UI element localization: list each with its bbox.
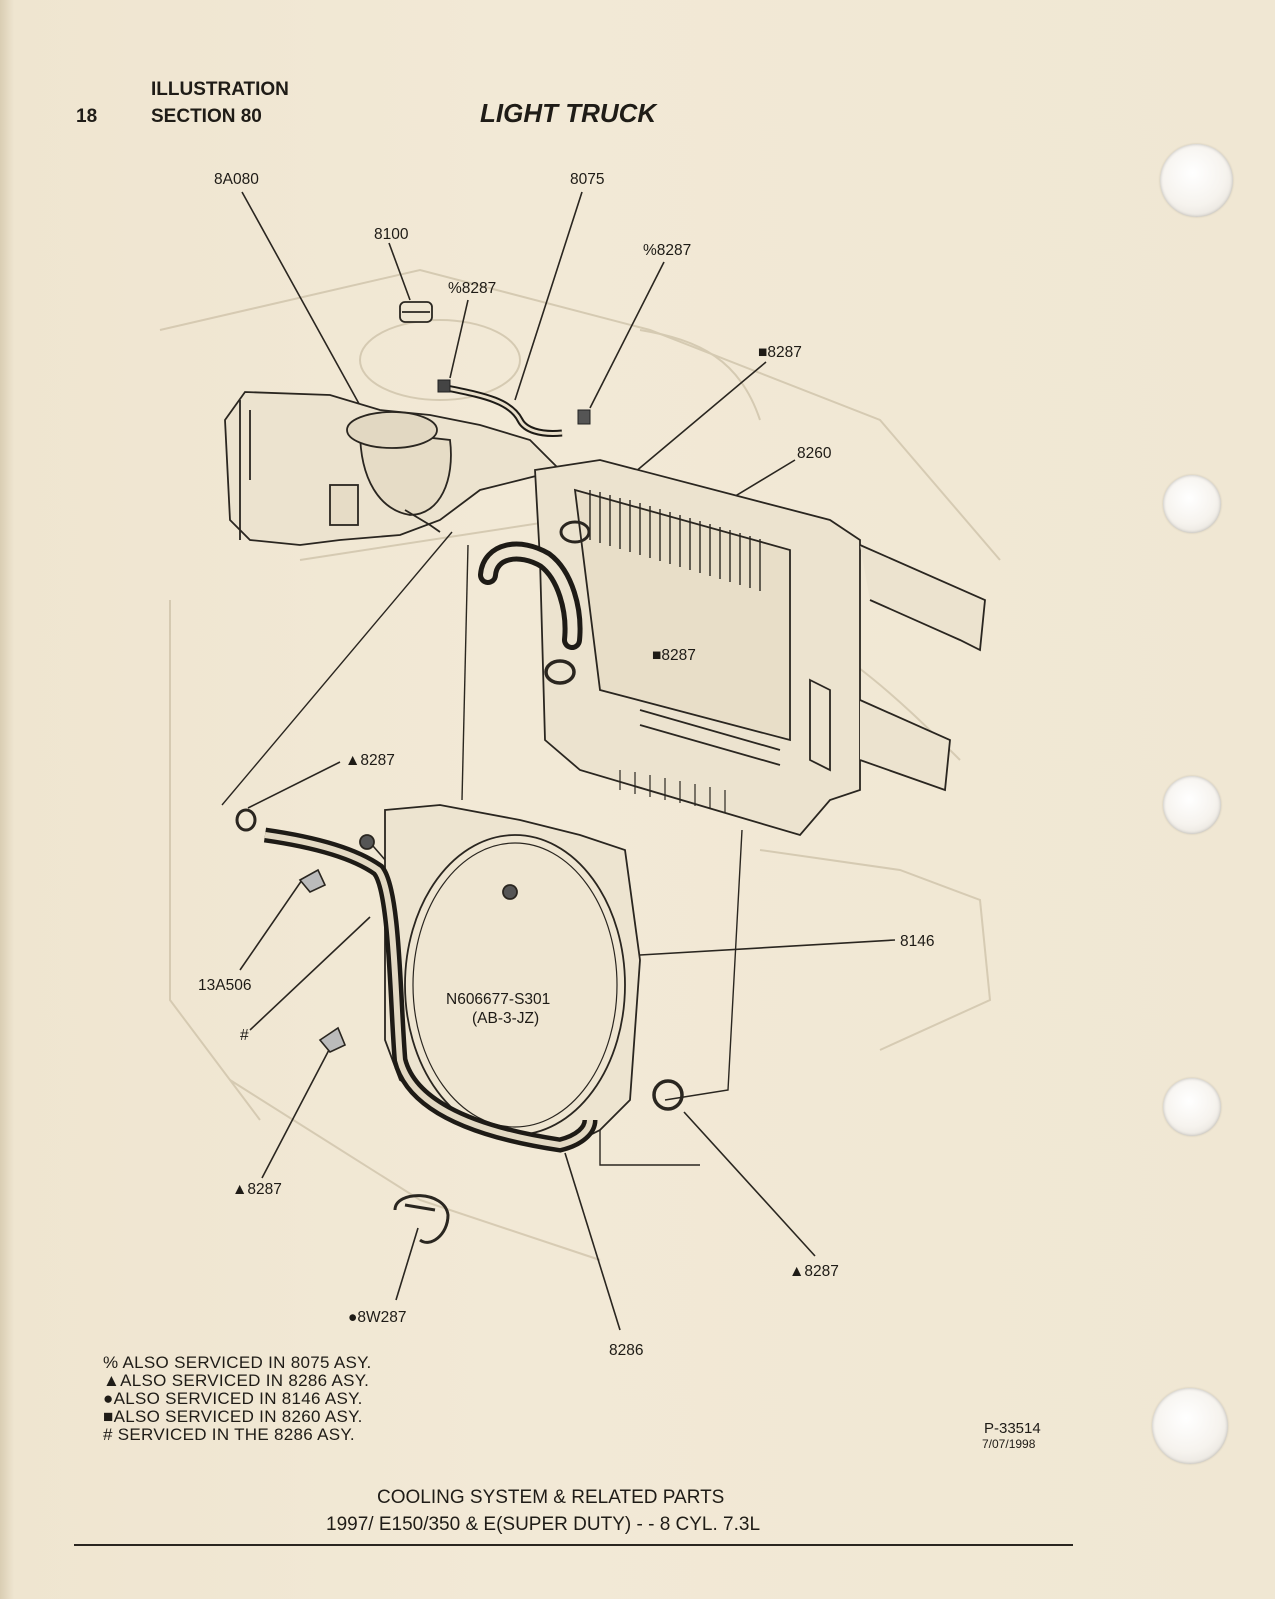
callout-sq8287-upper: ■8287	[758, 344, 802, 361]
symbol-legend: % ALSO SERVICED IN 8075 ASY. ▲ALSO SERVI…	[103, 1354, 372, 1444]
callout-sq8287-lower: ■8287	[652, 647, 696, 664]
callout-8286: 8286	[609, 1342, 644, 1359]
binder-hole	[1163, 475, 1221, 533]
hose-clamp-icon	[652, 1079, 684, 1111]
clamp-icon	[437, 379, 451, 393]
assembly-guide-lines	[221, 531, 743, 1166]
callout-bolt-code: (AB-3-JZ)	[472, 1010, 540, 1027]
hose-clip-icon	[318, 1026, 347, 1053]
illustration-date: 7/07/1998	[982, 1437, 1036, 1451]
callout-8075: 8075	[570, 171, 605, 188]
radiator	[534, 459, 986, 837]
legend-item: ■ALSO SERVICED IN 8260 ASY.	[103, 1407, 363, 1426]
hose-clamp-icon	[235, 808, 257, 832]
fan-shroud	[359, 804, 641, 1151]
callout-8146: 8146	[900, 933, 935, 950]
callout-tri8287-right: ▲8287	[789, 1263, 839, 1280]
legend-item: % ALSO SERVICED IN 8075 ASY.	[103, 1353, 372, 1372]
coolant-reservoir-assembly	[224, 301, 562, 546]
callout-13a506: 13A506	[198, 977, 252, 994]
legend-item: ▲ALSO SERVICED IN 8286 ASY.	[103, 1371, 370, 1390]
section-number: SECTION 80	[151, 106, 262, 127]
callout-8a080: 8A080	[214, 171, 259, 188]
callout-8260: 8260	[797, 445, 832, 462]
hose-clamp-icon	[544, 659, 576, 685]
legend-item: ●ALSO SERVICED IN 8146 ASY.	[103, 1389, 363, 1408]
binder-hole	[1163, 776, 1221, 834]
footer-vehicle: 1997/ E150/350 & E(SUPER DUTY) - - 8 CYL…	[326, 1514, 761, 1535]
binder-hole	[1160, 144, 1233, 217]
callout-p8287-reservoir: %8287	[448, 280, 497, 297]
clamp-icon	[577, 409, 591, 425]
retainer-clip-icon	[393, 1194, 450, 1244]
hose-clamp-icon	[559, 520, 591, 544]
page-title: LIGHT TRUCK	[480, 98, 657, 128]
footer-rule	[74, 1544, 1073, 1546]
footer-title: COOLING SYSTEM & RELATED PARTS	[377, 1487, 725, 1508]
callout-8w287: ●8W287	[348, 1309, 407, 1326]
legend-item: # SERVICED IN THE 8286 ASY.	[103, 1425, 355, 1444]
callout-tri8287-left: ▲8287	[232, 1181, 282, 1198]
callout-bolt-part: N606677-S301	[446, 991, 551, 1008]
illustration-code: P-33514	[984, 1420, 1041, 1437]
page-number: 18	[76, 106, 98, 127]
section-label: ILLUSTRATION	[151, 79, 289, 100]
callout-tri8287-top: ▲8287	[345, 752, 395, 769]
callout-hash: #	[240, 1027, 249, 1044]
page-edge-shadow	[0, 0, 14, 1599]
callout-p8287-radiator: %8287	[643, 242, 692, 259]
binder-hole	[1152, 1388, 1228, 1464]
hose-clip-icon	[298, 868, 327, 893]
binder-hole	[1163, 1078, 1221, 1136]
callout-8100: 8100	[374, 226, 409, 243]
